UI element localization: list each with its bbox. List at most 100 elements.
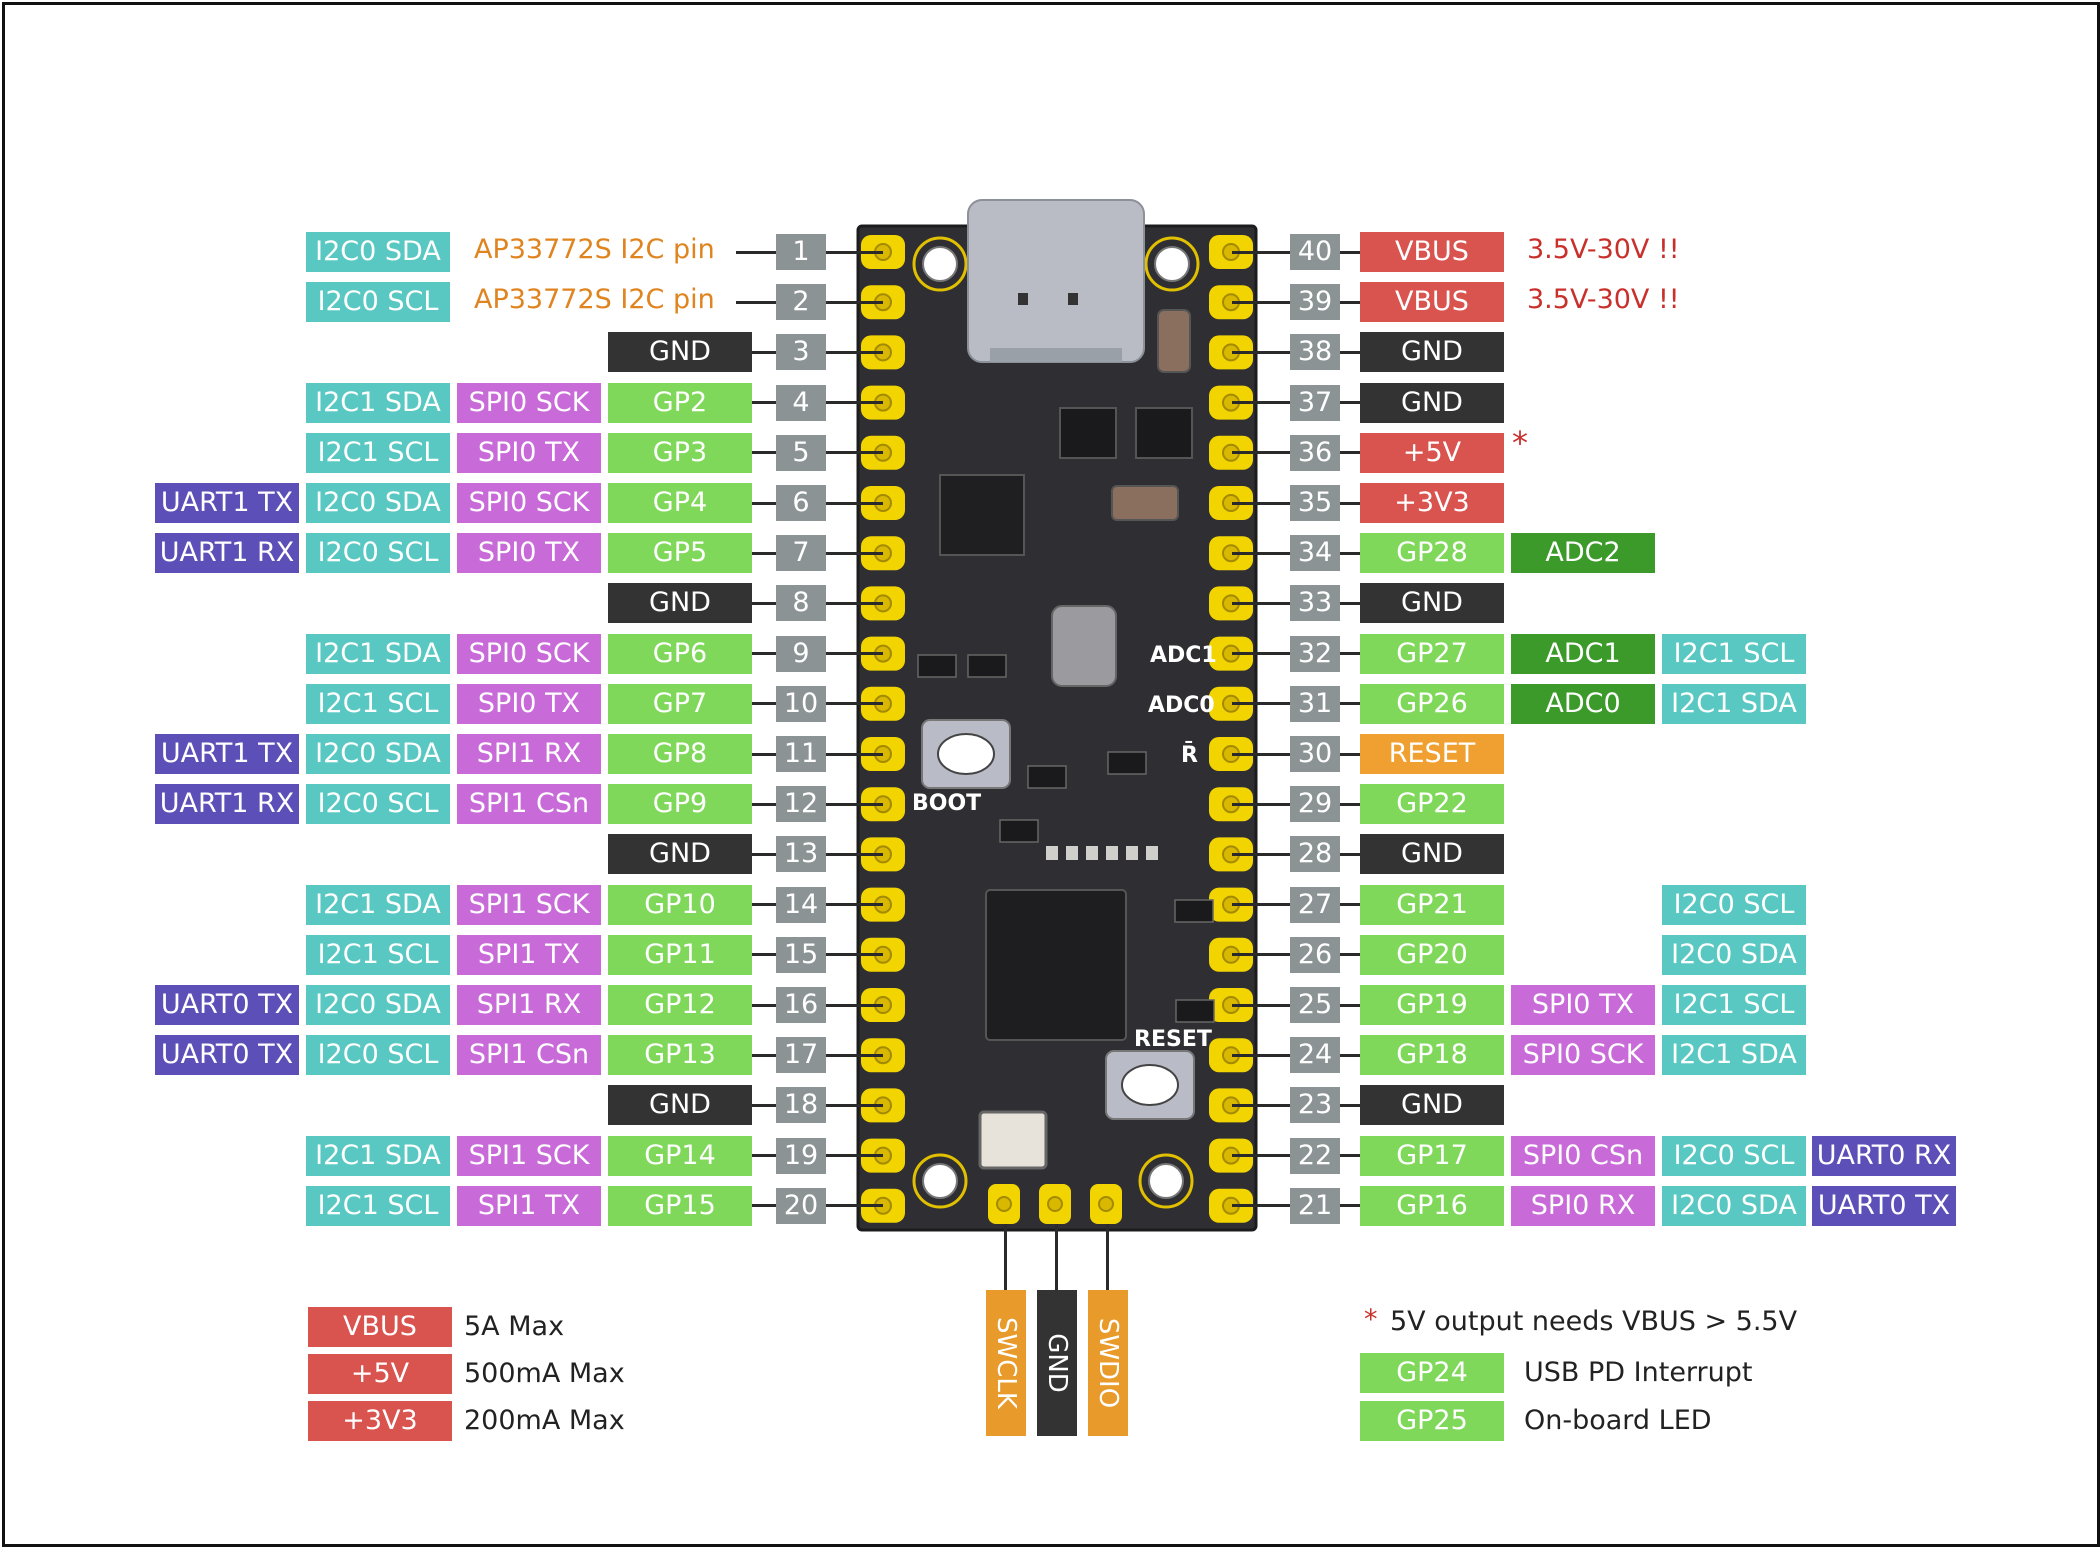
pin-number: 33 xyxy=(1290,585,1340,622)
legend-swatch: GP24 xyxy=(1360,1353,1504,1393)
pin-function-label: I2C1 SCL xyxy=(1662,985,1806,1025)
pin-function-label: GND xyxy=(1360,1085,1504,1126)
legend-description: 5A Max xyxy=(464,1311,565,1342)
pin-function-label: I2C1 SDA xyxy=(1662,683,1806,724)
pin-function-label: UART1 TX xyxy=(155,483,299,523)
pin-pad xyxy=(861,1188,905,1223)
pin-number: 26 xyxy=(1290,936,1340,973)
pin-function-label: UART1 RX xyxy=(155,784,299,825)
pin-number: 36 xyxy=(1290,434,1340,471)
pin-function-label: SPI0 SCK xyxy=(457,633,601,674)
pin-number: 8 xyxy=(776,585,826,622)
reset-button[interactable] xyxy=(1105,1050,1195,1120)
pin-note: 3.5V-30V !! xyxy=(1527,284,1680,316)
pin-pad xyxy=(1209,586,1253,621)
pin-function-label: GP19 xyxy=(1360,985,1504,1025)
mounting-hole xyxy=(912,236,968,292)
pin-function-label: GP8 xyxy=(608,734,752,774)
pin-number: 18 xyxy=(776,1087,826,1124)
pin-function-label: I2C1 SDA xyxy=(306,1135,450,1176)
pin-function-label: I2C1 SCL xyxy=(306,1185,450,1226)
swd-label: GND xyxy=(1037,1290,1077,1436)
pin-function-label: GP16 xyxy=(1360,1185,1504,1226)
mounting-hole xyxy=(1144,236,1200,292)
pin-number: 25 xyxy=(1290,987,1340,1023)
swd-label-text: SWDIO xyxy=(1093,1317,1123,1409)
pin-function-label: I2C1 SCL xyxy=(306,683,450,724)
pin-function-label: GP22 xyxy=(1360,784,1504,825)
legend-swatch: VBUS xyxy=(308,1307,452,1347)
legend-swatch: +3V3 xyxy=(308,1401,452,1441)
adc0-silk-label: ADC0 xyxy=(1148,693,1215,718)
pin-number: 23 xyxy=(1290,1087,1340,1124)
pin-function-label: I2C0 SDA xyxy=(306,232,450,272)
pin-function-label: GND xyxy=(1360,332,1504,373)
reset-silk-label: RESET xyxy=(1134,1027,1212,1052)
pin-pad xyxy=(1209,1088,1253,1123)
pin-number: 15 xyxy=(776,936,826,973)
pin-pad xyxy=(861,586,905,621)
pin-function-label: UART0 TX xyxy=(155,1035,299,1076)
pin-pad xyxy=(1209,285,1253,320)
legend-vbus-note: 5V output needs VBUS > 5.5V xyxy=(1390,1306,1798,1337)
pin-function-label: I2C1 SDA xyxy=(306,884,450,925)
smd-component xyxy=(1175,999,1215,1023)
smd-component xyxy=(1174,899,1214,923)
pin-function-label: ADC1 xyxy=(1511,633,1655,674)
pin-note: AP33772S I2C pin xyxy=(474,234,715,265)
pin-pad xyxy=(861,837,905,872)
pin-pad xyxy=(1209,486,1253,520)
pin-function-label: I2C1 SCL xyxy=(1662,633,1806,674)
swd-lead-line xyxy=(1055,1224,1058,1290)
pin-function-label: ADC2 xyxy=(1511,533,1655,574)
pin-number: 24 xyxy=(1290,1037,1340,1074)
pin-function-label: GND xyxy=(608,834,752,875)
pin-number: 14 xyxy=(776,886,826,923)
pin-function-label: SPI0 CSn xyxy=(1511,1135,1655,1176)
pin-pad xyxy=(1209,1138,1253,1173)
pin-function-label: GP12 xyxy=(608,985,752,1025)
pin-function-label: I2C1 SCL xyxy=(306,934,450,975)
pin-pad xyxy=(861,737,905,771)
pin-pad xyxy=(861,787,905,822)
pin-function-label: GND xyxy=(1360,583,1504,624)
pin-number: 6 xyxy=(776,485,826,521)
pin-function-label: SPI0 TX xyxy=(457,432,601,473)
pin-number: 3 xyxy=(776,334,826,371)
pin-function-label: VBUS xyxy=(1360,232,1504,272)
pin-pad xyxy=(861,235,905,269)
legend-description: On-board LED xyxy=(1524,1405,1712,1436)
smd-component xyxy=(999,819,1039,843)
legend-star: * xyxy=(1364,1304,1378,1335)
pin-function-label: GP6 xyxy=(608,633,752,674)
pin-function-label: UART0 RX xyxy=(1812,1135,1956,1176)
smd-component xyxy=(1066,846,1078,860)
pin-pad xyxy=(1209,1038,1253,1073)
pin-function-label: GND xyxy=(1360,382,1504,423)
capacitor xyxy=(1111,485,1179,521)
pin-function-label: I2C0 SCL xyxy=(1662,1135,1806,1176)
boot-button[interactable] xyxy=(921,719,1011,789)
pin-number: 16 xyxy=(776,987,826,1023)
pin-function-label: I2C1 SCL xyxy=(306,432,450,473)
pin-pad xyxy=(861,1038,905,1073)
pin-function-label: SPI1 SCK xyxy=(457,1135,601,1176)
pin-number: 22 xyxy=(1290,1137,1340,1174)
legend-swatch: +5V xyxy=(308,1354,452,1394)
pin-function-label: GP9 xyxy=(608,784,752,825)
pin-number: 31 xyxy=(1290,685,1340,722)
pin-function-label: GND xyxy=(608,1085,752,1126)
pin-pad xyxy=(861,636,905,671)
smd-component xyxy=(967,654,1007,678)
smd-component xyxy=(1107,751,1147,775)
pin-function-label: SPI0 TX xyxy=(457,683,601,724)
pin-function-label: GND xyxy=(608,332,752,373)
pin-number: 2 xyxy=(776,284,826,321)
pin-note: 3.5V-30V !! xyxy=(1527,234,1680,265)
pin-function-label: GND xyxy=(608,583,752,624)
reset-r-silk-label: R̄ xyxy=(1181,742,1198,768)
pin-function-label: SPI1 RX xyxy=(457,734,601,774)
